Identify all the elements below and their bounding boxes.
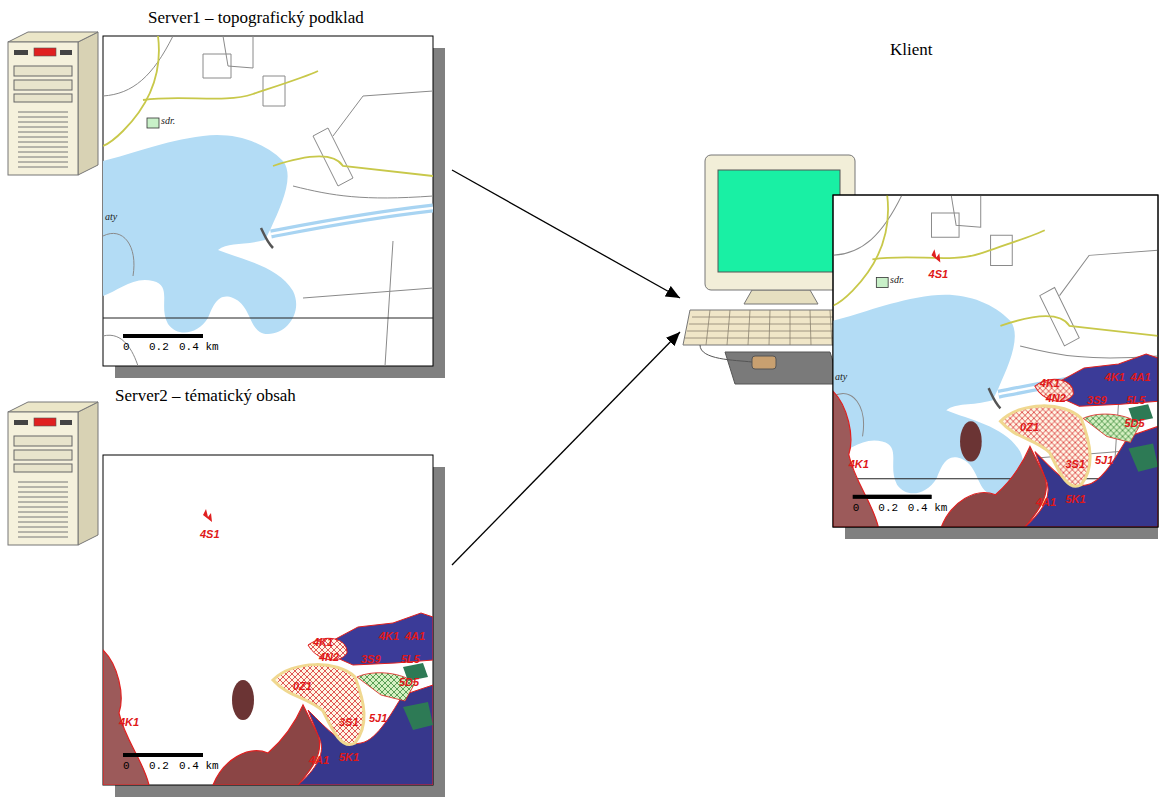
server-icon-part [14,94,72,102]
combined-map-part [833,249,1158,527]
soil-unit-code: 3S1 [1065,459,1085,470]
soil-unit-code: 5J1 [1095,455,1113,466]
server-icon-part [78,32,98,175]
server-icon-part [34,48,56,56]
server-icon [8,32,98,175]
soil-unit-code: 3S9 [361,654,381,665]
server-group: Server2 – tématický obsah [100,384,452,798]
client-computer-part [725,352,840,384]
scale-label: 0 [123,342,130,353]
place-name: aty [835,372,847,382]
soil-unit-code: 4S1 [929,269,949,280]
soil-unit-code: 5K1 [339,752,359,763]
server-icon [8,402,98,545]
group-heading: Server2 – tématický obsah [115,386,296,406]
soil-unit-code: 0Z1 [293,681,312,692]
soil-unit-code: 5D5 [399,677,419,688]
data-flow-arrow [452,332,680,565]
server-icon-part [14,436,72,446]
soil-unit-code: 4A1 [1036,497,1056,508]
soil-unit-code: 4K1 [849,459,869,470]
place-name: aty [105,212,117,222]
soil-unit-code: 4K1 [119,717,139,728]
server-icon-part [8,402,98,412]
place-name: sdr. [161,116,175,126]
scale-label: 0 [853,503,860,514]
client-computer-part [706,310,832,345]
scale-label: 0.4 km [908,503,948,514]
server-icon-part [8,32,98,42]
scale-label: 0.4 km [179,761,219,772]
server-group: Server1 – topografický podklad [100,4,452,382]
server-icon-part [18,112,68,167]
topographic-map-part [103,36,433,366]
soil-unit-code: 4K1 [379,631,399,642]
soil-unit-code: 4N2 [1046,393,1066,404]
server-group: Klient [680,36,1166,546]
server-icon-part [18,482,68,537]
topographic-map [103,36,445,378]
scale-label: 0 [123,761,130,772]
soil-unit-code: 3S1 [339,717,359,728]
scale-label: 0.2 [149,342,169,353]
scale-label: 0.2 [149,761,169,772]
thematic-map-part [103,455,433,785]
data-flow-arrow [452,170,680,298]
soil-unit-code: 4S1 [200,529,220,540]
soil-unit-code: 5L5 [401,654,420,665]
soil-unit-code: 4K1 [1105,372,1125,383]
client-computer-part [744,290,818,304]
place-name: sdr. [890,275,904,285]
soil-unit-code: 3S9 [1087,395,1107,406]
server-icon-part [14,66,72,76]
soil-unit-code: 5D5 [1125,418,1145,429]
server-icon-part [14,420,28,425]
server-icon-part [34,418,56,426]
group-heading: Klient [890,40,933,60]
soil-unit-code: 0Z1 [1020,422,1039,433]
server-icon-part [8,412,78,545]
combined-map-part [833,195,1158,527]
thematic-map [103,455,445,797]
server-icon-part [60,420,72,425]
soil-unit-code: 4K1 [1040,378,1060,389]
server-icon-part [78,402,98,545]
scale-label: 0.4 km [179,342,219,353]
client-computer-part [752,356,776,369]
server-icon-part [14,50,28,55]
combined-map-part [833,195,1158,527]
client-computer-part [718,170,840,272]
server-icon-part [14,450,72,460]
combined-map [833,195,1158,539]
soil-unit-code: 4K1 [313,637,333,648]
thematic-map-part [103,509,433,785]
soil-unit-code: 5K1 [1065,494,1085,505]
soil-unit-code: 5L5 [1126,395,1145,406]
server-icon-part [14,464,72,472]
soil-unit-code: 4A1 [405,631,425,642]
soil-unit-code: 4A1 [309,755,329,766]
server-icon-part [60,50,72,55]
scale-label: 0.2 [878,503,898,514]
combined-map-part [833,195,1158,527]
server-icon-part [14,80,72,90]
soil-unit-code: 4A1 [1130,372,1150,383]
server-icon-part [8,42,78,175]
topographic-map-part [103,36,433,366]
soil-unit-code: 4N2 [319,652,339,663]
group-heading: Server1 – topografický podklad [148,8,364,28]
soil-unit-code: 5J1 [369,713,387,724]
client-computer-part [700,345,752,362]
